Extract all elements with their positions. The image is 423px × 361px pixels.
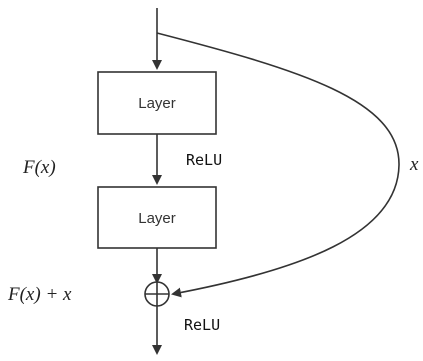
activation-label-out: ReLU xyxy=(184,316,220,334)
layer-label-bottom: Layer xyxy=(138,210,176,227)
skip-connection-curve xyxy=(156,32,400,298)
layer-box-bottom xyxy=(97,186,217,249)
output-sum-label: F(x) + x xyxy=(7,284,72,305)
residual-function-label: F(x) xyxy=(22,157,56,178)
activation-label-mid: ReLU xyxy=(186,151,222,169)
layer-label-top: Layer xyxy=(138,95,176,112)
identity-label: x xyxy=(409,154,419,175)
